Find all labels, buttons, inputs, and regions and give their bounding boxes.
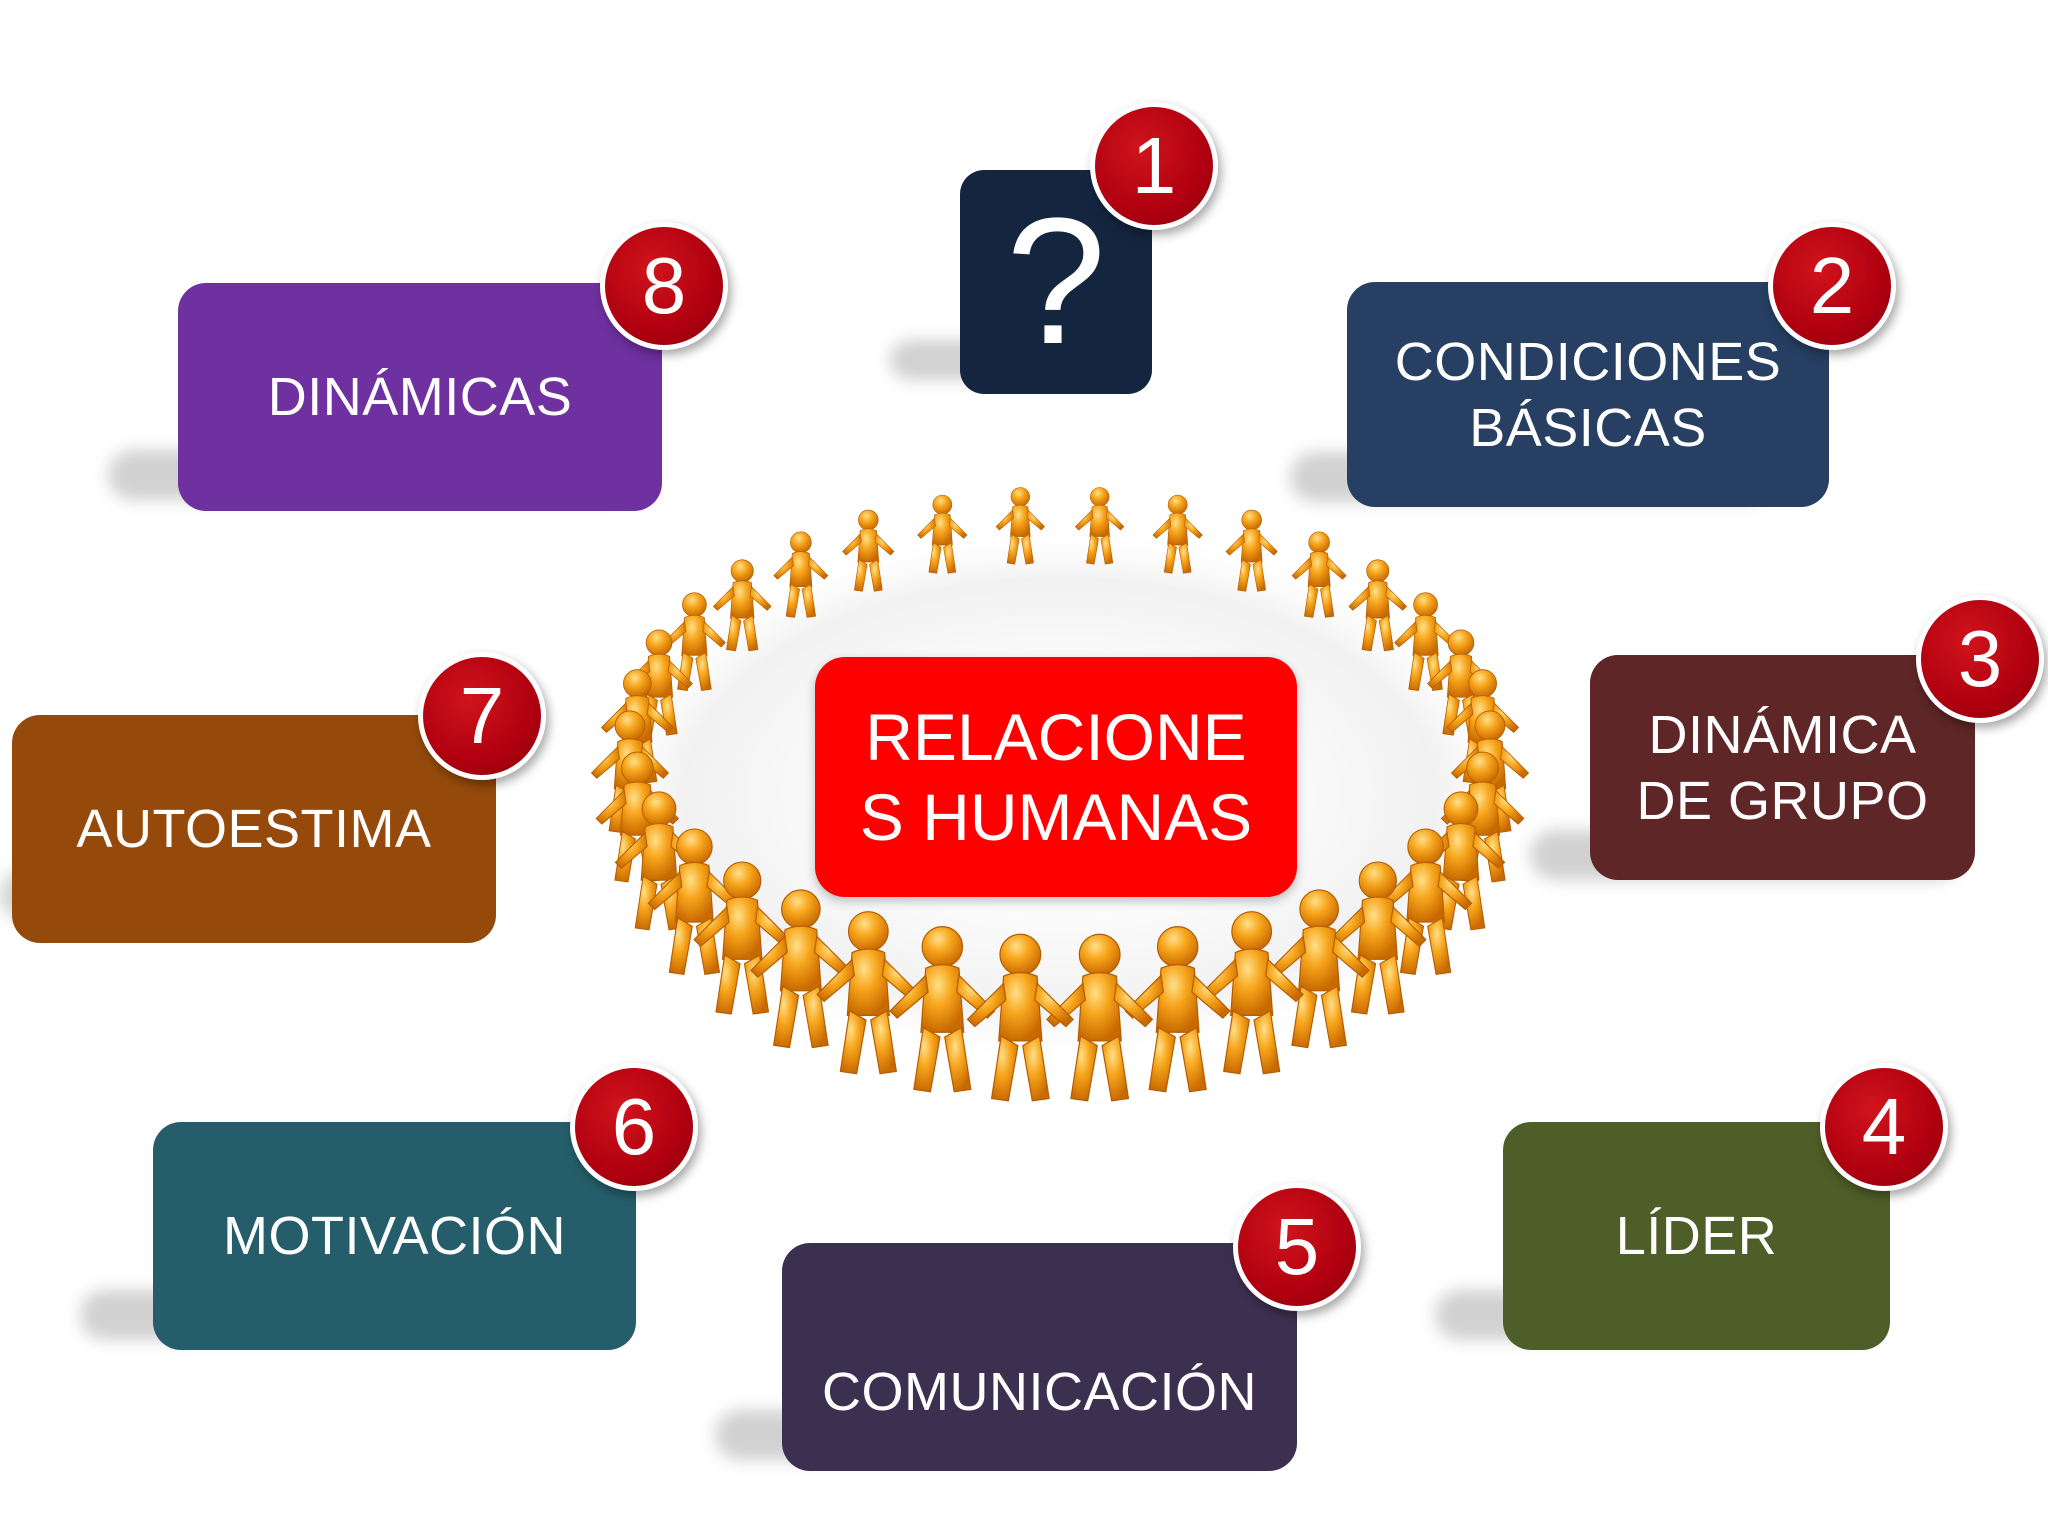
item-label-line2: BÁSICAS xyxy=(1469,397,1707,458)
person-figure xyxy=(647,828,742,975)
item-label-line1: MOTIVACIÓN xyxy=(222,1206,566,1266)
person-figure xyxy=(842,509,895,592)
item-comunicacion: COMUNICACIÓN xyxy=(782,1243,1297,1471)
item-dinamicas: DINÁMICAS xyxy=(178,283,662,511)
badge-5: 5 xyxy=(1233,1183,1361,1311)
person-figure xyxy=(1427,629,1495,736)
person-figure xyxy=(889,926,996,1093)
item-lider: LÍDER xyxy=(1503,1122,1890,1350)
person-figure xyxy=(1268,889,1370,1049)
badge-6: 6 xyxy=(570,1063,698,1191)
item-label-line1: COMUNICACIÓN xyxy=(822,1362,1257,1422)
item-condiciones-basicas: CONDICIONES BÁSICAS xyxy=(1347,282,1829,507)
item-label-line1: CONDICIONES xyxy=(1394,331,1782,392)
person-figure xyxy=(1394,592,1458,692)
person-figure xyxy=(1046,933,1154,1102)
badge-8: 8 xyxy=(600,222,728,350)
item-label-line1: DINÁMICA xyxy=(1648,704,1917,765)
person-figure xyxy=(1225,509,1278,592)
person-figure xyxy=(1075,487,1125,565)
center-title-box: RELACIONE S HUMANAS xyxy=(815,657,1297,897)
person-figure xyxy=(1291,531,1347,618)
person-figure xyxy=(816,911,921,1075)
item-label-line1: LÍDER xyxy=(1615,1206,1778,1266)
badge-3: 3 xyxy=(1916,595,2044,723)
person-figure xyxy=(1378,828,1473,975)
person-figure xyxy=(773,531,829,618)
item-autoestima: AUTOESTIMA xyxy=(12,715,496,943)
person-figure xyxy=(917,494,968,574)
question-mark-icon: ? xyxy=(1005,181,1107,382)
center-title-line1: RELACIONE xyxy=(865,700,1247,774)
item-label-line1: AUTOESTIMA xyxy=(76,799,432,859)
badge-7: 7 xyxy=(418,652,546,780)
question-box: ? xyxy=(960,170,1152,394)
person-figure xyxy=(1348,559,1408,652)
person-figure xyxy=(712,559,772,652)
item-motivacion: MOTIVACIÓN xyxy=(153,1122,636,1350)
badge-4: 4 xyxy=(1820,1063,1948,1191)
person-figure xyxy=(966,933,1074,1102)
person-figure xyxy=(1328,861,1427,1015)
badge-2: 2 xyxy=(1768,222,1896,350)
badge-1: 1 xyxy=(1090,102,1218,230)
item-dinamica-de-grupo: DINÁMICA DE GRUPO xyxy=(1590,655,1975,880)
person-figure xyxy=(750,889,852,1049)
item-label-line1: DINÁMICAS xyxy=(267,367,573,427)
person-figure xyxy=(1124,926,1231,1093)
center-title-line2: S HUMANAS xyxy=(859,780,1253,854)
person-figure xyxy=(1152,494,1203,574)
item-label-line2: DE GRUPO xyxy=(1636,770,1929,831)
person-figure xyxy=(995,487,1045,565)
